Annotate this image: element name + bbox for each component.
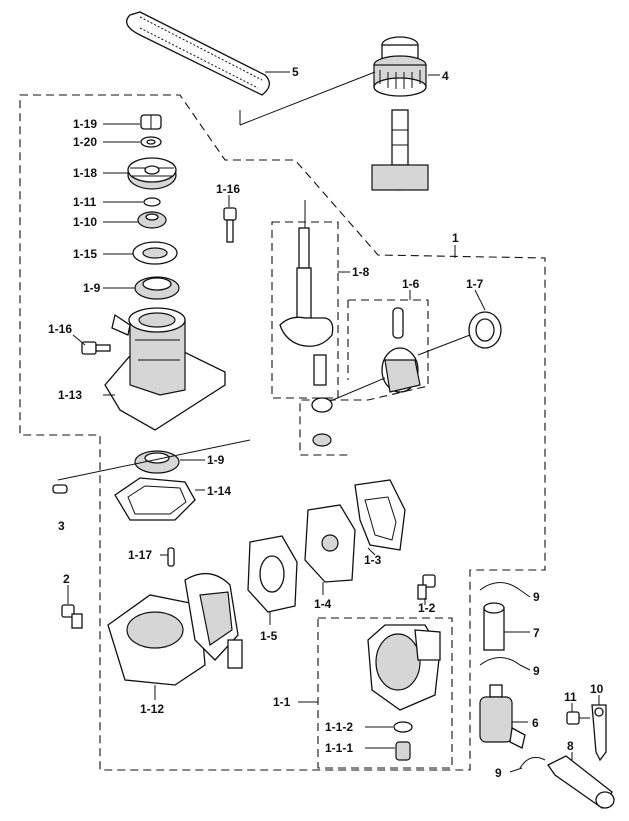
- hose-7: [483, 602, 505, 651]
- label-1-1: 1-1: [273, 695, 291, 709]
- bolt-2: [61, 604, 83, 629]
- leader-lines: [67, 71, 600, 773]
- diaphragm-plate-1-4: [304, 504, 356, 583]
- label-5: 5: [292, 65, 299, 79]
- label-1-1-2: 1-1-2: [325, 720, 353, 734]
- subassembly-outline-1-1: [317, 617, 453, 769]
- bearing-housing-1-13: [104, 307, 226, 431]
- label-1-2: 1-2: [418, 601, 436, 615]
- label-1-13: 1-13: [58, 388, 82, 402]
- pump-unit-1-1: [367, 624, 441, 711]
- label-1: 1: [452, 231, 459, 245]
- label-1-3: 1-3: [364, 553, 382, 567]
- gear-1-18: [127, 157, 177, 190]
- label-6: 6: [532, 716, 539, 730]
- nut-1-19: [140, 114, 162, 130]
- label-1-20: 1-20: [73, 135, 97, 149]
- washer-1-20: [140, 136, 162, 148]
- bolt-1-2: [417, 574, 436, 600]
- label-9-middle: 9: [533, 664, 540, 678]
- piston-ring-1-7: [468, 311, 502, 349]
- label-2: 2: [63, 572, 70, 586]
- label-1-9-lower: 1-9: [207, 453, 225, 467]
- label-1-19: 1-19: [73, 117, 97, 131]
- valve-1-1-1: [395, 741, 411, 761]
- drive-pulley: [373, 36, 427, 97]
- connecting-rod: [311, 377, 386, 447]
- hose-8: [547, 755, 615, 809]
- label-10: 10: [590, 682, 604, 696]
- label-9-upper: 9: [533, 590, 540, 604]
- label-1-8: 1-8: [352, 265, 370, 279]
- label-9-lower: 9: [495, 766, 502, 780]
- bolt-1-16-lower: [81, 341, 111, 355]
- bearing-1-9-upper: [134, 276, 180, 300]
- label-1-5: 1-5: [260, 629, 278, 643]
- label-1-9-upper: 1-9: [83, 281, 101, 295]
- label-1-16-upper: 1-16: [216, 182, 240, 196]
- label-1-1-1: 1-1-1: [325, 741, 353, 755]
- label-11: 11: [564, 690, 577, 704]
- strap-10: [591, 704, 607, 762]
- clip-9-lower: [519, 756, 546, 769]
- piston-1-6: [381, 347, 421, 393]
- label-4: 4: [442, 69, 449, 83]
- label-1-17: 1-17: [128, 548, 152, 562]
- seal-1-15: [132, 241, 178, 265]
- drive-shaft: [371, 109, 429, 191]
- washer-1-1-2: [393, 721, 413, 733]
- piston-pin: [392, 307, 404, 339]
- label-1-12: 1-12: [140, 702, 164, 716]
- label-1-11: 1-11: [73, 195, 97, 209]
- label-7: 7: [533, 626, 540, 640]
- timing-belt: [126, 11, 270, 96]
- pump-body-1-12: [107, 573, 243, 686]
- plate-1-5: [247, 535, 298, 613]
- label-1-15: 1-15: [73, 247, 97, 261]
- assembly-outline: [19, 94, 546, 771]
- bolt-1-16-upper: [223, 207, 237, 243]
- pin-3: [52, 484, 68, 494]
- bolt-11: [566, 711, 590, 725]
- label-1-16-lower: 1-16: [48, 322, 72, 336]
- clip-9-middle: [479, 657, 521, 666]
- pin-1-17: [167, 547, 175, 567]
- crankshaft-1-8: [279, 227, 334, 386]
- label-1-14: 1-14: [207, 484, 231, 498]
- bushing-1-10: [137, 211, 167, 229]
- label-3: 3: [58, 519, 65, 533]
- gasket-1-14: [114, 477, 196, 521]
- bearing-1-9-lower: [134, 450, 180, 474]
- label-1-4: 1-4: [314, 597, 332, 611]
- label-1-18: 1-18: [73, 166, 97, 180]
- plate-1-3: [354, 479, 406, 551]
- label-1-10: 1-10: [73, 215, 97, 229]
- part-labels: 5 4 1-19 1-20 1-18 1-16 1-11 1-10 1-15 1…: [48, 65, 604, 780]
- subassembly-outline-1-6: [299, 299, 429, 456]
- label-8: 8: [567, 739, 574, 753]
- ring-1-11: [143, 197, 161, 207]
- fuel-filter-6: [479, 684, 526, 749]
- label-1-6: 1-6: [402, 277, 420, 291]
- clip-9-upper: [479, 582, 521, 591]
- label-1-7: 1-7: [466, 277, 484, 291]
